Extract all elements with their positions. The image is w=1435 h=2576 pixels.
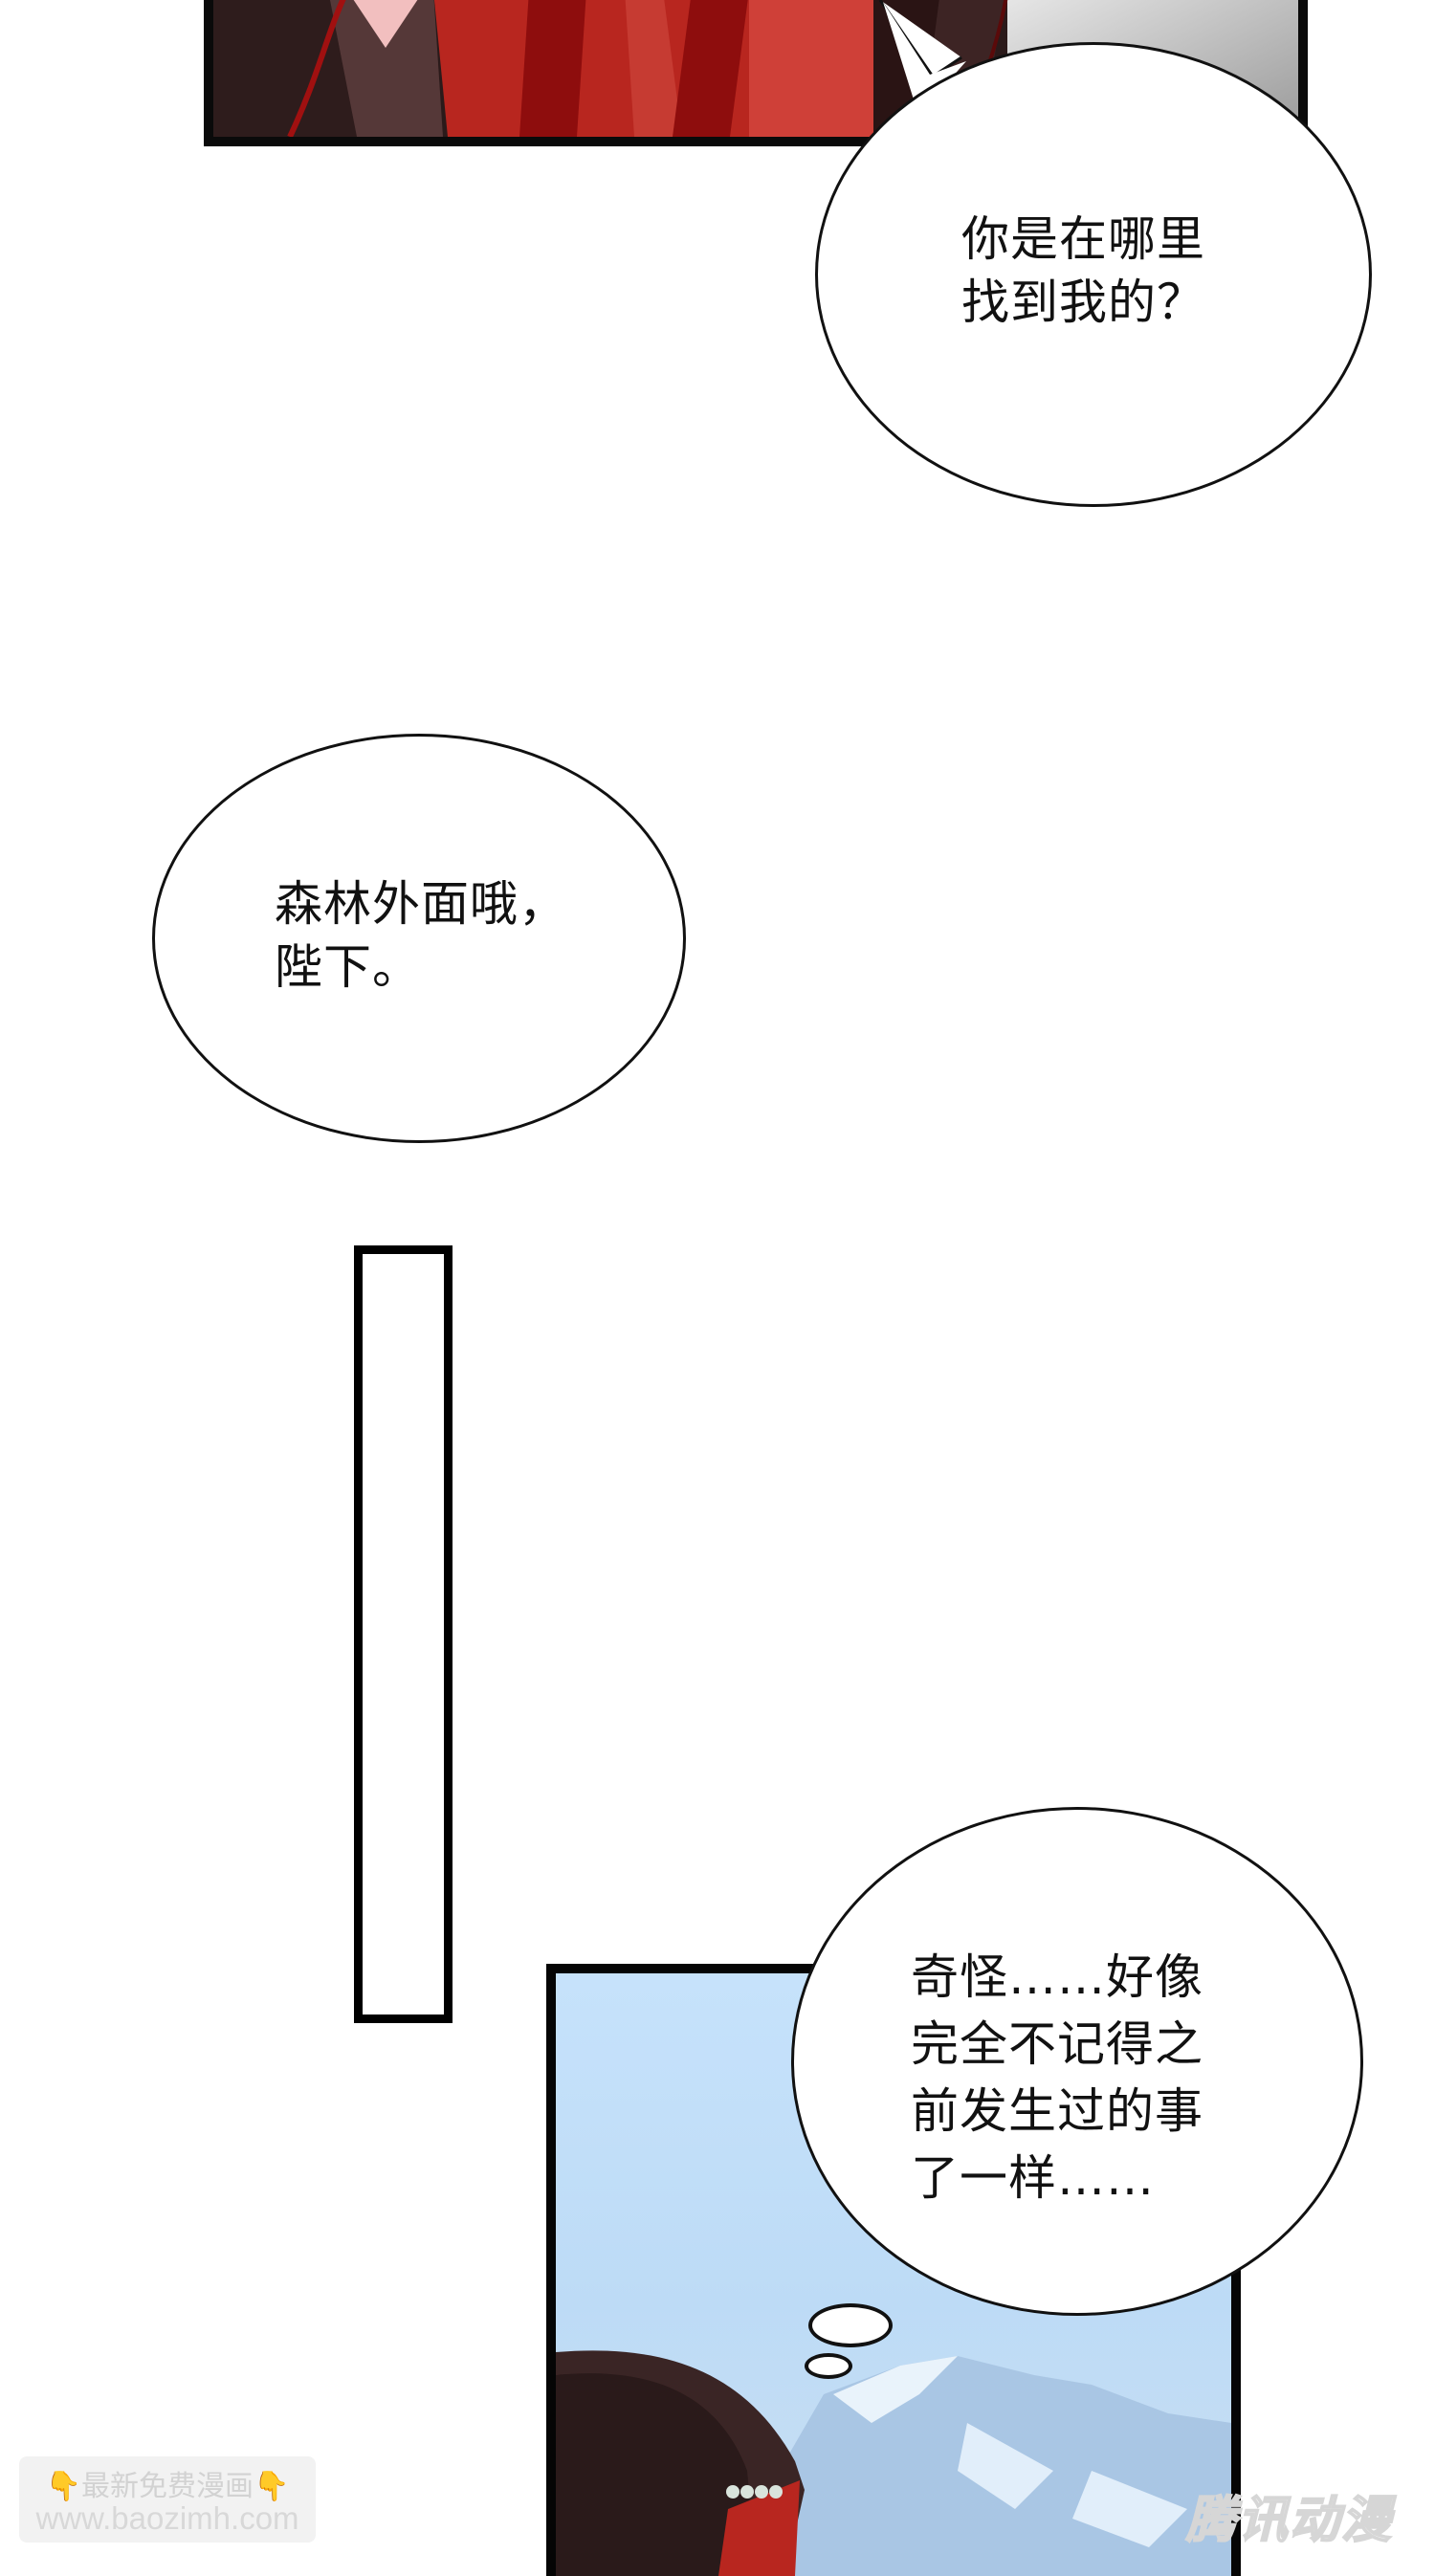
sky-mountain-character-art <box>556 2350 1231 2576</box>
tencent-comic-watermark: 腾讯动漫 <box>1185 2491 1394 2550</box>
speech-bubble-3: 奇怪……好像 完全不记得之 前发生过的事 了一样…… <box>791 1807 1363 2316</box>
pointing-down-hand-icon: 👇 <box>45 2470 81 2503</box>
thought-bubble-small <box>805 2353 852 2379</box>
thought-bubble-large <box>808 2303 893 2347</box>
speech-bubble-3-text: 奇怪……好像 完全不记得之 前发生过的事 了一样…… <box>911 1949 1203 2206</box>
speech-bubble-1-text: 你是在哪里 找到我的？ <box>961 211 1205 330</box>
watermark-url: www.baozimh.com <box>35 2500 299 2536</box>
empty-panel-frame <box>354 1245 453 2023</box>
speech-bubble-2-text: 森林外面哦， 陛下。 <box>275 876 567 995</box>
watermark-line-1: 👇最新免费漫画👇 <box>19 2462 316 2504</box>
baozimh-watermark: 👇最新免费漫画👇 www.baozimh.com <box>19 2456 316 2543</box>
speech-bubble-1: 你是在哪里 找到我的？ <box>815 42 1372 507</box>
pointing-down-hand-icon: 👇 <box>254 2470 290 2503</box>
watermark-promo-text: 最新免费漫画 <box>81 2470 254 2503</box>
speech-bubble-2: 森林外面哦， 陛下。 <box>152 734 686 1143</box>
